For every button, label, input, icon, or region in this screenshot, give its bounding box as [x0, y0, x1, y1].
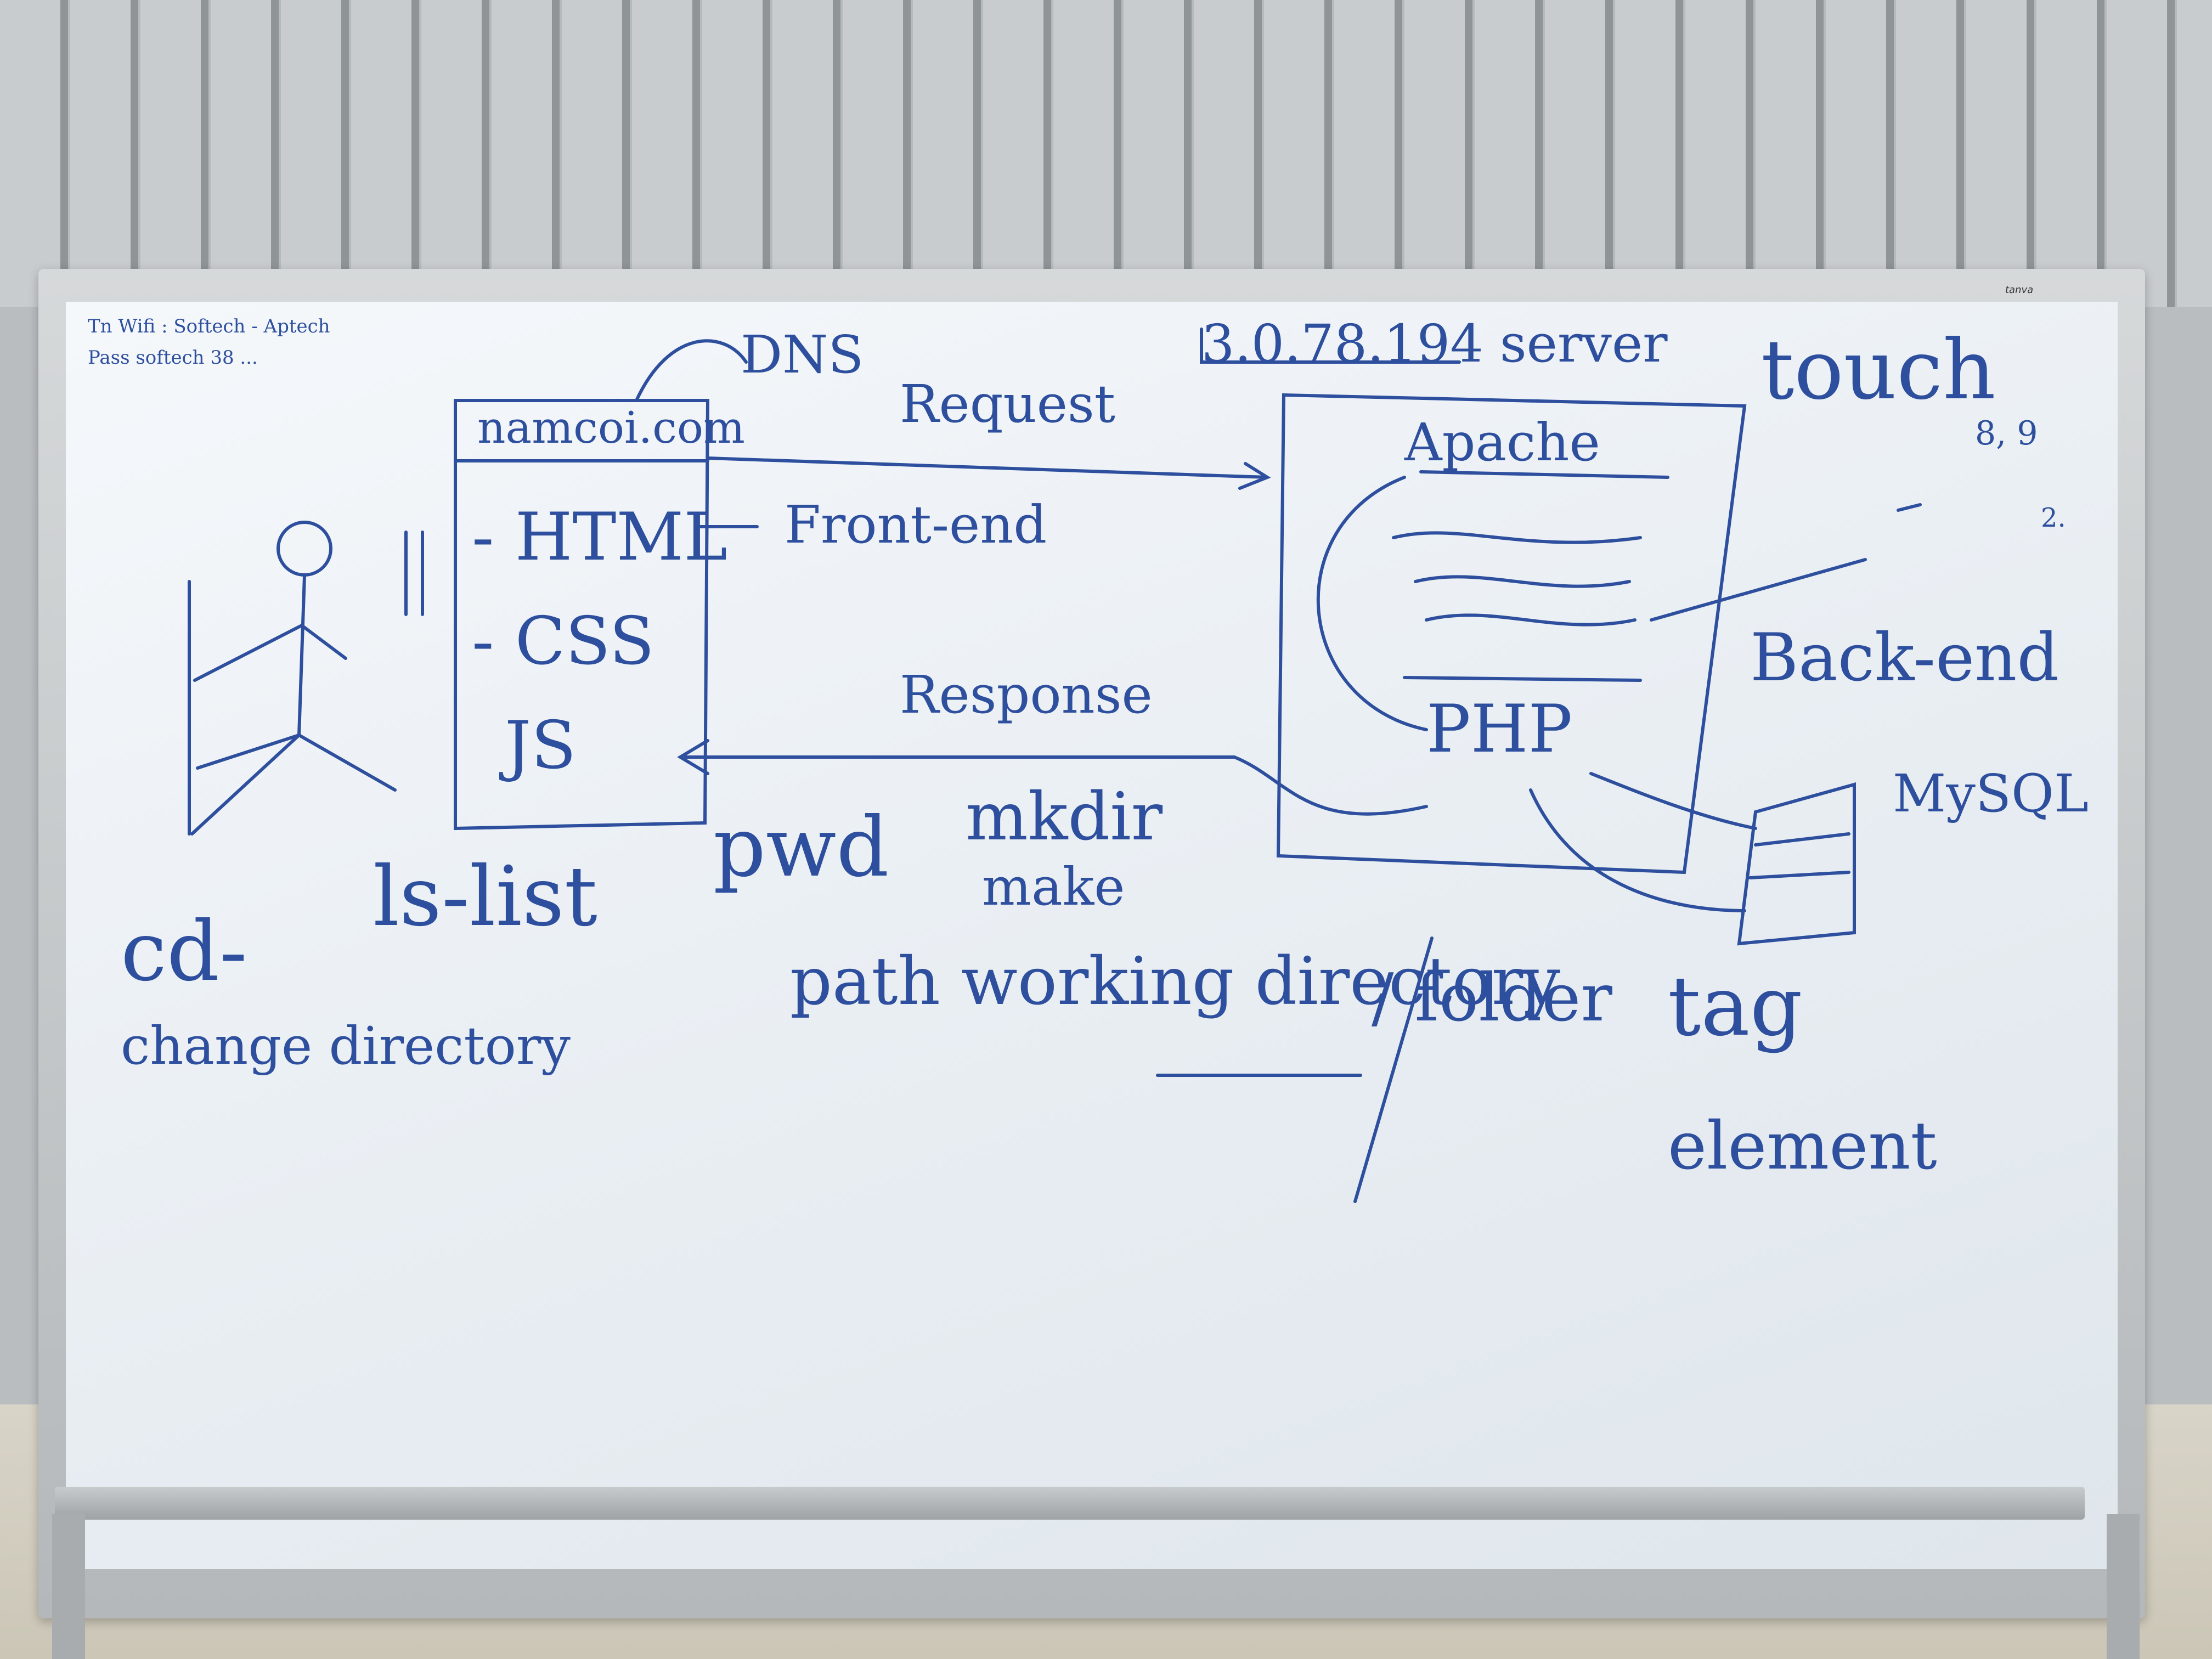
database-icon: [1737, 782, 1856, 946]
dns-arrow: [635, 339, 748, 402]
html-label: - HTML: [472, 499, 727, 575]
cd-label: cd-: [121, 904, 247, 1000]
php-mysql-return: [1529, 788, 1746, 912]
back-end-label: Back-end: [1750, 620, 2059, 696]
request-arrow: [706, 456, 1271, 490]
touch-note-2: 2.: [2041, 503, 2066, 533]
front-end-label: Front-end: [785, 495, 1047, 555]
php-label: PHP: [1426, 691, 1573, 768]
mkdir-label: mkdir: [966, 779, 1163, 855]
whiteboard-surface: [66, 302, 2118, 1569]
mysql-label: MySQL: [1893, 764, 2089, 824]
touch-note-1: 8, 9: [1975, 414, 2038, 453]
stick-figure-body: [297, 574, 306, 737]
window-blinds: [0, 0, 2212, 307]
domain-box: [454, 399, 710, 831]
response-curve: [1233, 755, 1428, 816]
wifi-note: Tn Wifi : Softech - Aptech: [88, 315, 330, 337]
wave-4: [1403, 676, 1642, 682]
apache-curve: [1316, 476, 1428, 731]
server-bracket: [1200, 328, 1461, 364]
brand-label: tanva: [2005, 284, 2034, 296]
css-label: - CSS: [472, 603, 654, 680]
stand-leg-right: [2107, 1514, 2140, 1659]
server-underline-top: [1419, 470, 1669, 479]
stick-figure-arms: [193, 623, 347, 682]
php-mysql-arrow: [1589, 772, 1757, 830]
pwd-label: pwd: [713, 800, 889, 895]
server-box: [1276, 393, 1747, 874]
change-directory-label: change directory: [121, 1016, 571, 1076]
element-label: element: [1668, 1108, 1937, 1184]
ip-server-label: 3.0.78.194 server: [1201, 314, 1668, 374]
wave-3: [1425, 613, 1637, 627]
wave-1: [1392, 531, 1642, 544]
path-working-directory-label: path working directory: [790, 944, 1561, 1020]
apache-label: Apache: [1404, 413, 1600, 473]
marker-tray: [55, 1487, 2085, 1520]
touch-label: touch: [1761, 323, 1996, 418]
pass-note: Pass softech 38 ...: [88, 347, 258, 369]
request-label: Request: [900, 374, 1115, 435]
person-bracket: [404, 531, 424, 616]
js-label: JS: [505, 708, 577, 784]
domain-label: namcoi.com: [477, 402, 745, 453]
tag-label: tag: [1668, 959, 1803, 1054]
touch-line: [1897, 503, 1922, 512]
make-label: make: [982, 857, 1125, 917]
ls-label: ls-list: [373, 849, 597, 945]
wave-2: [1414, 575, 1631, 588]
back-end-line: [1650, 558, 1867, 622]
folder-slash: [1353, 936, 1434, 1203]
response-label: Response: [900, 665, 1153, 725]
response-arrow: [677, 739, 1236, 775]
stand-leg-left: [52, 1514, 85, 1659]
stick-figure-legs: [190, 733, 397, 836]
dns-label: DNS: [741, 325, 864, 385]
folder-label: / folder: [1372, 960, 1612, 1036]
